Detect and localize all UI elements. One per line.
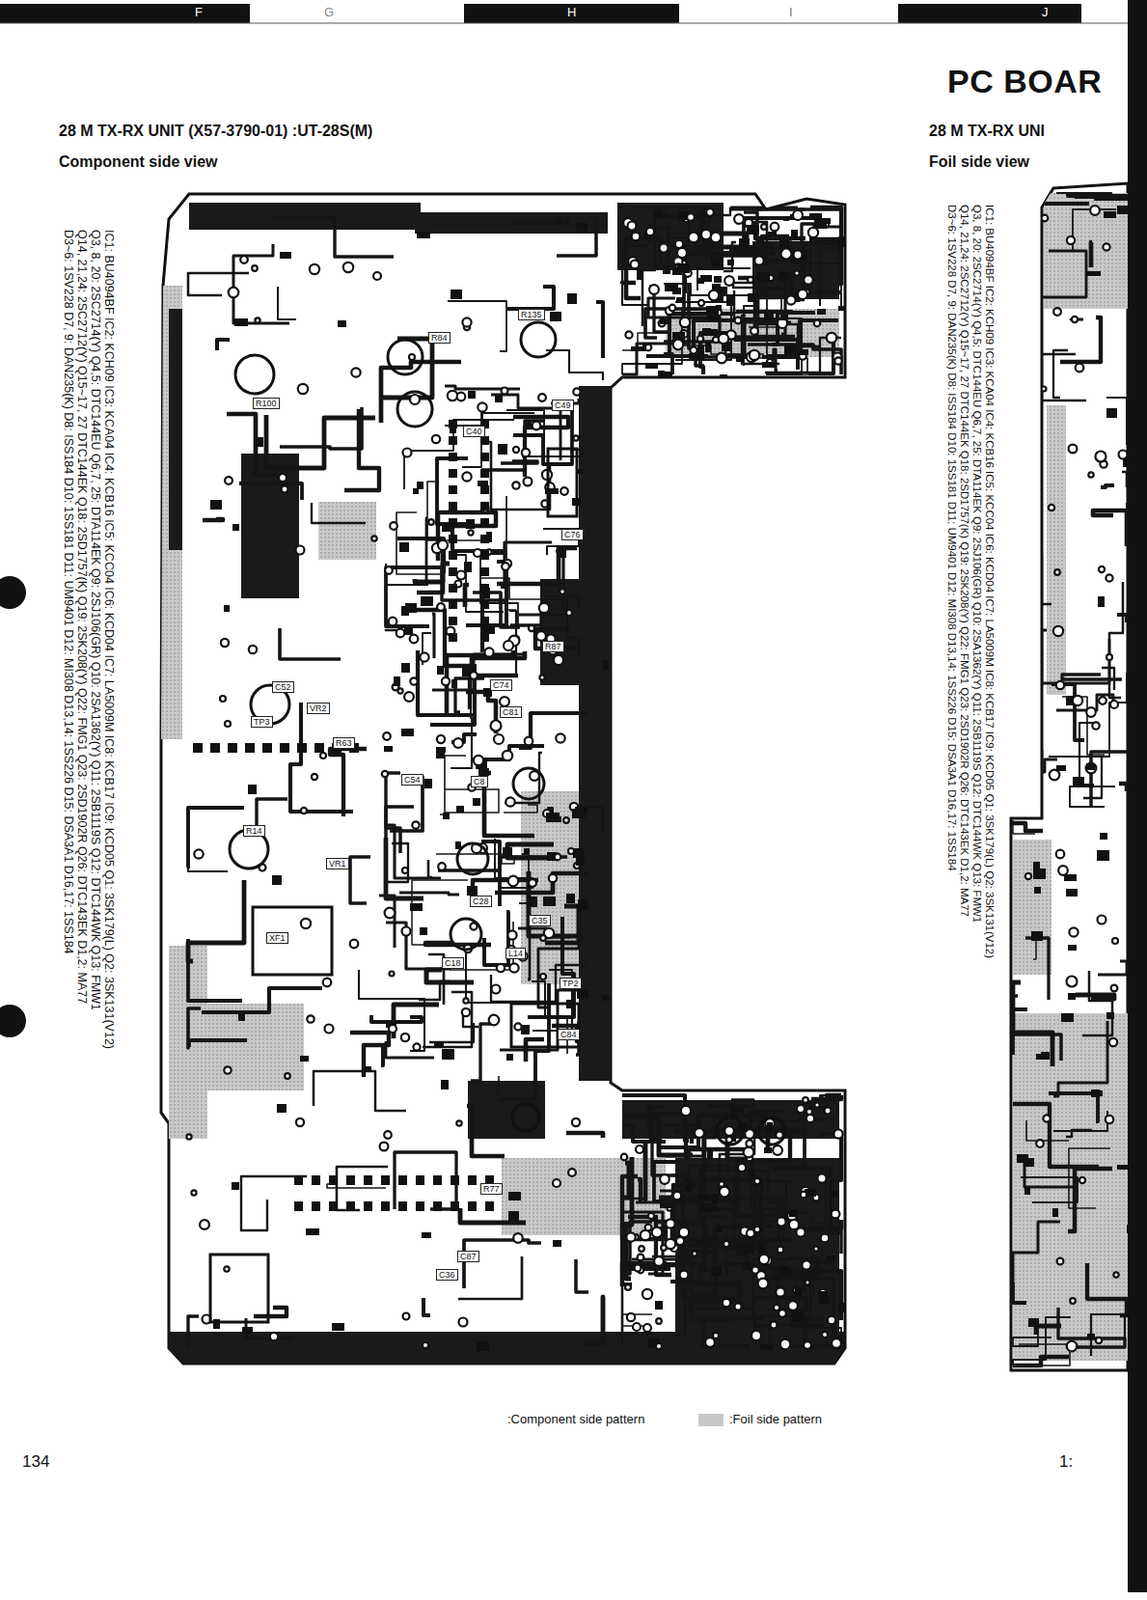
legend-text: :Component side pattern — [507, 1412, 645, 1426]
component-ref: C81 — [499, 706, 522, 718]
component-ref: C18 — [441, 956, 465, 969]
page-number: 1: — [1059, 1452, 1073, 1472]
parts-list: IC1: BU4094BF IC2: KCH09 IC3: KCA04 IC4:… — [945, 204, 996, 958]
heading: 28 M TX-RX UNIT (X57-3790-01) :UT-28S(M) — [58, 122, 373, 140]
component-ref: R84 — [428, 331, 451, 344]
page-title: PC BOAR — [947, 63, 1102, 100]
component-ref: C87 — [457, 1250, 480, 1262]
board-outline — [161, 193, 846, 1364]
page-number: 134 — [22, 1452, 50, 1472]
component-ref: R135 — [518, 308, 546, 321]
header-band — [0, 3, 250, 24]
component-ref: C52 — [272, 681, 295, 693]
foil-pattern — [1012, 192, 1141, 1366]
component-ref: TP2 — [559, 977, 582, 989]
legend-swatch — [698, 1413, 724, 1426]
grid-letter: F — [194, 5, 203, 20]
component-ref: C76 — [561, 528, 584, 541]
component-ref: L14 — [505, 947, 526, 959]
component-ref: C74 — [490, 679, 513, 691]
parts-list-line: D3~6: 1SV228 D7, 9: DAN235(K) D8: ISS184… — [61, 229, 76, 1049]
parts-list-line: Q14, 21,24: 2SC2712(Y) Q15~17, 27 DTC144… — [957, 204, 971, 958]
component-ref: R63 — [332, 737, 356, 749]
component-ref: VR1 — [326, 857, 350, 870]
component-ref: C8 — [470, 775, 489, 788]
component-ref: XF1 — [266, 931, 289, 944]
part-outlines — [210, 322, 786, 1322]
component-ref: VR2 — [306, 702, 330, 714]
grid-letter: J — [1041, 5, 1049, 20]
heading: Foil side view — [928, 153, 1030, 171]
header-band — [464, 3, 680, 24]
grid-letter: G — [324, 5, 334, 20]
component-ref: C36 — [436, 1268, 459, 1281]
parts-list-line: IC1: BU4094BF IC2: KCH09 IC3: KCA04 IC4:… — [983, 204, 996, 958]
parts-list-line: IC1: BU4094BF IC2: KCH09 IC3: KCA04 IC4:… — [102, 229, 116, 1049]
parts-list-line: Q3, 8, 20: 2SC2714(Y) Q4,5: DTC144EU Q6,… — [970, 204, 984, 958]
parts-list-line: D3~6: 1SV228 D7, 9: DAN235(K) D8: ISS184… — [945, 204, 958, 958]
parts-list-line: Q3, 8, 20: 2SC2714(Y) Q4,5: DTC144EU Q6,… — [88, 229, 103, 1049]
parts-list: IC1: BU4094BF IC2: KCH09 IC3: KCA04 IC4:… — [61, 229, 116, 1049]
board-outline — [1010, 183, 1128, 1370]
component-ref: C40 — [463, 425, 486, 437]
component-ref: C28 — [469, 895, 492, 907]
heading: 28 M TX-RX UNI — [928, 122, 1045, 140]
heading: Component side view — [58, 153, 218, 171]
component-ref: R87 — [542, 640, 565, 653]
component-ref: R14 — [243, 824, 266, 837]
legend-text: :Foil side pattern — [729, 1412, 822, 1426]
component-ref: C35 — [528, 914, 551, 927]
component-ref: R100 — [252, 397, 280, 410]
grid-letter: H — [567, 5, 576, 20]
parts-list-line: Q14, 21,24: 2SC2712(Y) Q15~17, 27 DTC144… — [75, 229, 89, 1049]
copper-pattern — [161, 202, 851, 1364]
edge-bar — [1127, 0, 1147, 1592]
component-ref: TP3 — [250, 715, 274, 728]
grid-letter: I — [789, 5, 793, 20]
component-ref: C49 — [551, 399, 574, 411]
header-band — [898, 3, 1082, 24]
component-ref: R77 — [480, 1182, 503, 1195]
component-ref: C84 — [557, 1028, 580, 1040]
component-ref: C54 — [401, 773, 424, 786]
